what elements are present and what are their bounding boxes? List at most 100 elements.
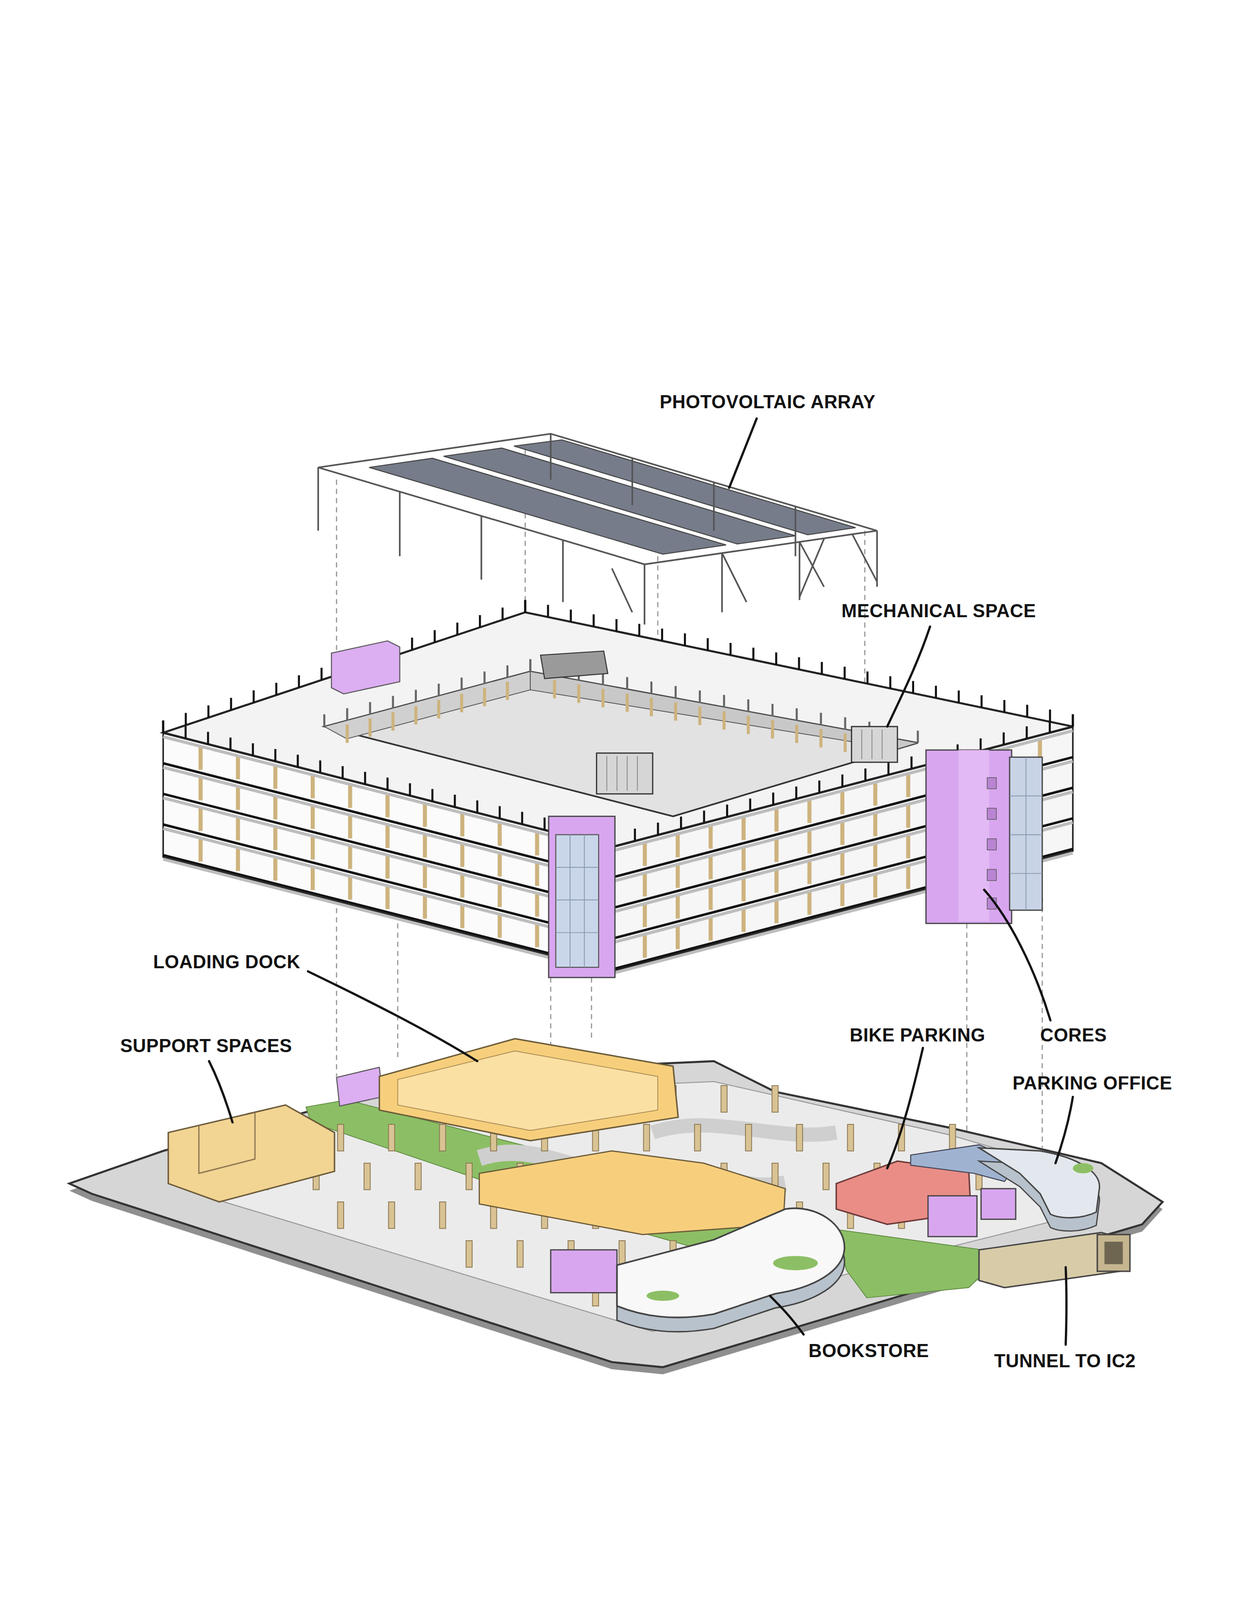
structure-column xyxy=(348,846,352,869)
core-window xyxy=(987,869,997,881)
structure-column xyxy=(236,756,240,779)
parapet-post xyxy=(529,659,532,672)
structure-column xyxy=(771,719,775,739)
ground-column xyxy=(694,1124,701,1151)
parapet-post xyxy=(772,792,775,805)
ground-column xyxy=(388,1201,396,1229)
ground-column xyxy=(643,1124,650,1151)
parapet-post xyxy=(1071,713,1074,727)
leader-line xyxy=(887,1047,923,1168)
mullion xyxy=(1009,795,1043,797)
structure-column xyxy=(535,924,539,947)
parapet-post xyxy=(592,614,595,627)
structure-column xyxy=(774,870,779,893)
structure-column xyxy=(535,863,539,886)
leader-line xyxy=(887,626,930,727)
structure-column xyxy=(391,712,395,731)
pv-brace xyxy=(799,538,824,597)
parapet-post xyxy=(162,720,165,733)
parapet-post xyxy=(680,816,682,829)
leader-line xyxy=(769,1295,804,1335)
rooftop-core xyxy=(331,640,400,694)
pv-column xyxy=(721,553,723,613)
parapet-post xyxy=(775,652,777,665)
planting xyxy=(773,1255,819,1270)
structure-column xyxy=(843,733,847,752)
parapet-post xyxy=(749,798,752,811)
callout-label: TUNNEL TO IC2 xyxy=(994,1350,1136,1372)
ground-column xyxy=(414,1162,422,1190)
parapet-post xyxy=(1003,699,1006,713)
parapet-post xyxy=(887,762,890,775)
parapet-post xyxy=(795,708,798,721)
structure-column xyxy=(459,693,463,713)
parapet-post xyxy=(638,623,641,636)
core-window xyxy=(987,777,997,789)
structure-column xyxy=(460,813,465,837)
core-window xyxy=(987,838,997,850)
stair-core xyxy=(925,749,1012,924)
structure-column xyxy=(460,844,465,867)
parapet-post xyxy=(674,685,677,698)
glazing-grid xyxy=(555,834,599,968)
ground-core xyxy=(928,1195,978,1236)
structure-column xyxy=(906,774,911,797)
parapet-post xyxy=(615,618,618,632)
structure-column xyxy=(198,839,203,862)
pv-column xyxy=(631,458,634,506)
parapet-post xyxy=(483,671,486,684)
parapet-post xyxy=(797,656,800,669)
parapet-post xyxy=(341,765,344,778)
structure-column xyxy=(348,876,352,900)
parapet-post xyxy=(230,697,233,710)
ground-column xyxy=(439,1124,446,1151)
structure-column xyxy=(642,843,647,866)
parapet-post xyxy=(207,705,210,718)
structure-column xyxy=(840,822,845,845)
structure-column xyxy=(675,865,680,888)
tunnel-opening xyxy=(1104,1241,1124,1264)
structure-column xyxy=(236,787,240,810)
parapet-post xyxy=(478,615,481,628)
parking-structure xyxy=(163,600,1074,978)
pv-brace xyxy=(852,534,877,582)
callout-label: BOOKSTORE xyxy=(808,1340,930,1362)
parapet-post xyxy=(476,800,479,813)
structure-column xyxy=(422,834,427,857)
parapet-post xyxy=(706,637,709,650)
hatch xyxy=(626,756,628,792)
service-space xyxy=(479,1150,786,1235)
loading-dock xyxy=(379,1038,679,1141)
parapet-post xyxy=(252,690,255,703)
leader-line xyxy=(1055,1096,1074,1163)
mullion xyxy=(1009,834,1043,836)
structure-column xyxy=(774,808,779,832)
ground-core xyxy=(981,1188,1016,1220)
parapet-post xyxy=(723,694,726,707)
parapet-post xyxy=(437,683,440,696)
callout-label: PHOTOVOLTAIC ARRAY xyxy=(659,391,876,413)
structure-column xyxy=(460,905,465,928)
parapet-post xyxy=(523,600,526,613)
parapet-post xyxy=(521,811,523,824)
parapet-post xyxy=(368,701,371,714)
callout-label: BIKE PARKING xyxy=(849,1024,986,1046)
parapet-post xyxy=(656,822,659,835)
parapet-post xyxy=(523,600,526,613)
parapet-post xyxy=(1071,713,1074,727)
structure-column xyxy=(385,855,390,879)
parapet-post xyxy=(841,774,844,787)
structure-column xyxy=(675,834,680,857)
structure-column xyxy=(708,856,713,879)
parapet-post xyxy=(650,681,653,694)
leader-line xyxy=(728,418,757,488)
parapet-post xyxy=(729,642,732,655)
structure-column xyxy=(273,796,278,820)
pv-column xyxy=(549,433,552,480)
parapet-post xyxy=(229,737,232,750)
planting xyxy=(646,1290,680,1301)
parapet-post xyxy=(323,713,326,727)
structure-column xyxy=(625,693,629,712)
parapet-post xyxy=(319,760,322,773)
parapet-post xyxy=(934,685,937,698)
